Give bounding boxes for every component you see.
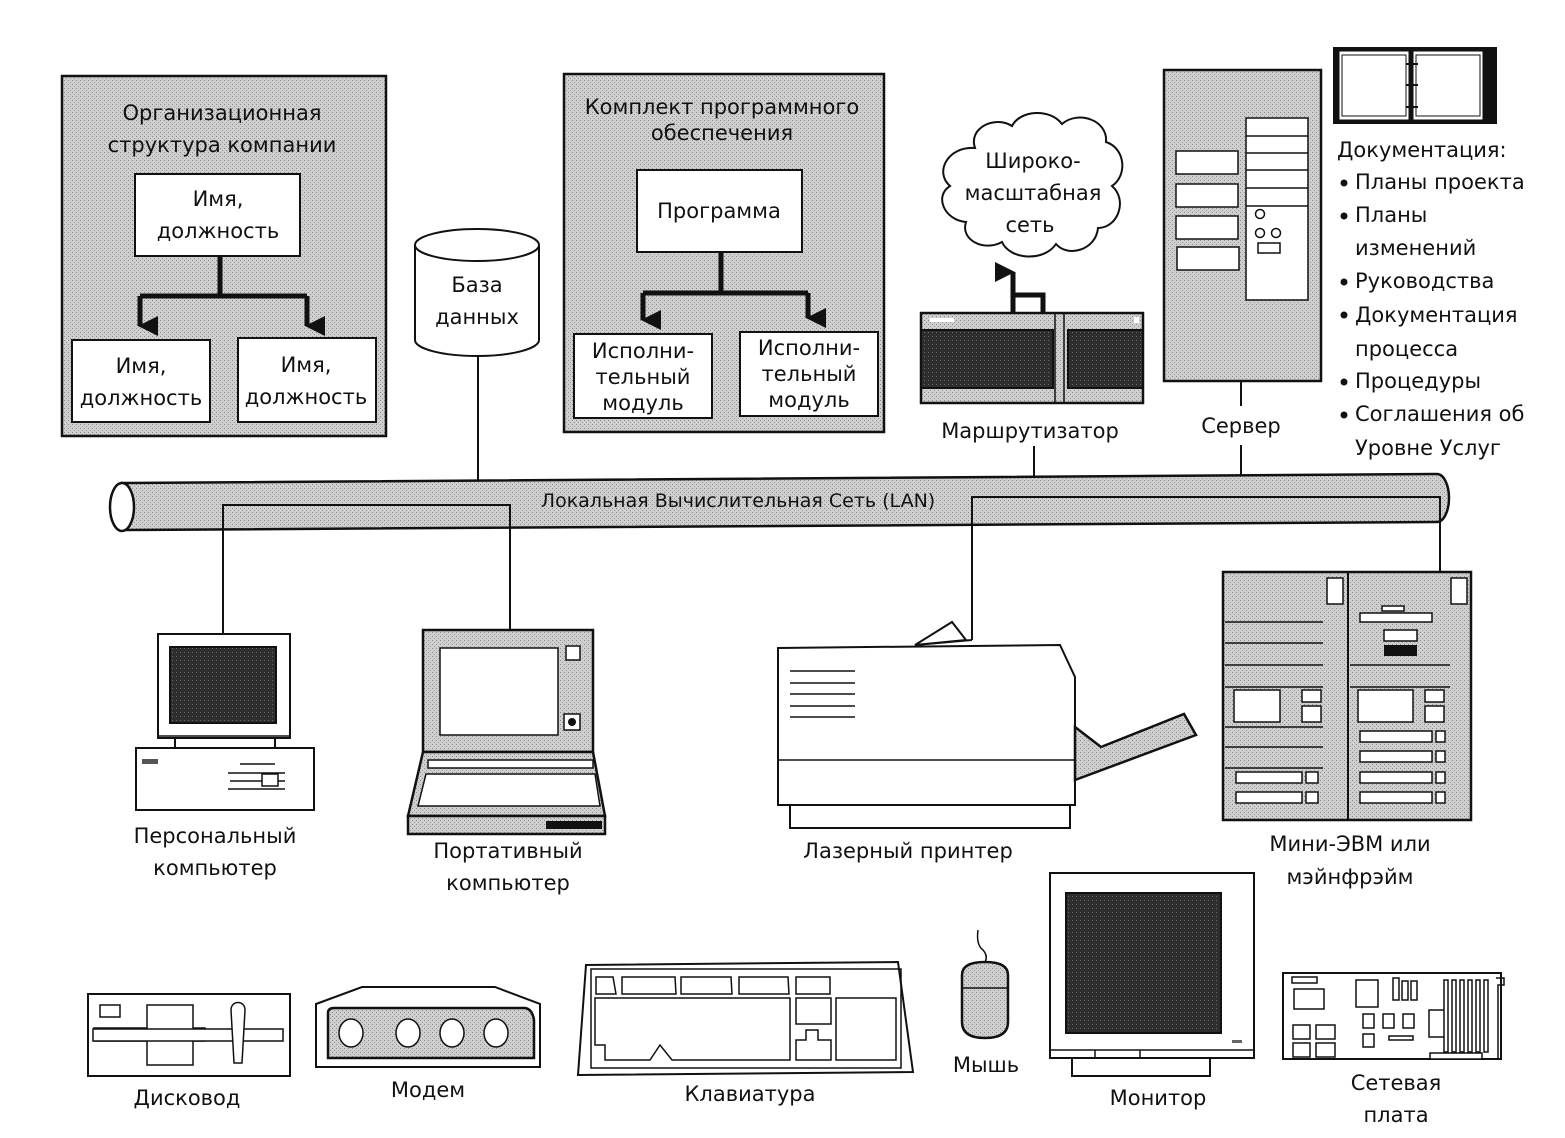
- executable-module-1-line-1: Исполни-: [592, 339, 694, 363]
- org-child-node-2: Имя, должность: [237, 337, 377, 423]
- network-card-label-line-1: Сетевая: [1351, 1071, 1442, 1095]
- mainframe: Мини-ЭВМ или мэйнфрэйм: [1221, 570, 1473, 889]
- program-node: Программа: [636, 169, 803, 253]
- executable-module-1-line-2: тельный: [596, 365, 691, 389]
- org-top-node-line-2: должность: [157, 219, 279, 243]
- doc-item-6-line-2: Уровне Услуг: [1355, 436, 1501, 460]
- network-card-label-line-2: плата: [1363, 1103, 1428, 1127]
- bullet-icon: [1340, 411, 1348, 419]
- printer-output-tray-icon: [1073, 712, 1198, 782]
- software-tree-connector: [640, 252, 826, 330]
- printer-label: Лазерный принтер: [803, 839, 1013, 863]
- cloud-icon: [941, 111, 1124, 258]
- mouse-label: Мышь: [953, 1053, 1019, 1077]
- mouse-icon: [960, 960, 1010, 1040]
- laptop: Портативный компьютер: [406, 600, 607, 895]
- disk-drive: Дисковод: [87, 993, 291, 1110]
- router-wan-link: [1010, 292, 1046, 312]
- server: Сервер: [1162, 68, 1323, 494]
- lan-backbone: Локальная Вычислительная Сеть (LAN): [108, 472, 1451, 640]
- org-structure-title-line-2: структура компании: [108, 133, 337, 157]
- lan-pipe-end: [108, 481, 136, 533]
- org-structure-panel: Организационная структура компании Имя, …: [60, 74, 388, 438]
- lan-pipe: [120, 472, 1451, 532]
- database: База данных: [414, 228, 540, 502]
- doc-item-1: Планы проекта: [1355, 170, 1525, 194]
- bullet-icon: [1340, 378, 1348, 386]
- keyboard-label: Клавиатура: [685, 1082, 816, 1106]
- mainframe-label-line-1: Мини-ЭВМ или: [1269, 832, 1430, 856]
- executable-module-2-line-1: Исполни-: [758, 336, 860, 360]
- executable-module-2: Исполни- тельный модуль: [739, 331, 879, 417]
- mouse: Мышь: [953, 929, 1019, 1077]
- lan-label: Локальная Вычислительная Сеть (LAN): [541, 490, 935, 512]
- doc-item-2-line-1: Планы: [1355, 203, 1427, 227]
- bullet-icon: [1340, 278, 1348, 286]
- org-child-node-2-line-2: должность: [245, 385, 367, 409]
- executable-module-2-line-3: модуль: [768, 388, 849, 412]
- database-cylinder-top: [414, 228, 540, 262]
- program-node-label: Программа: [657, 199, 781, 223]
- pc-label-line-2: компьютер: [153, 856, 277, 880]
- org-top-node: Имя, должность: [134, 173, 301, 257]
- bullet-icon: [1340, 212, 1348, 220]
- laser-printer: Лазерный принтер: [777, 620, 1198, 863]
- org-structure-title-line-1: Организационная: [123, 101, 322, 125]
- mainframe-label-line-2: мэйнфрэйм: [1286, 865, 1413, 889]
- wan-label-line-1: Широко-: [985, 149, 1080, 173]
- wan-label-line-3: сеть: [1005, 213, 1054, 237]
- pc-label-line-1: Персональный: [134, 824, 297, 848]
- doc-item-2-line-2: изменений: [1355, 236, 1476, 260]
- printer-paper-tray-icon: [914, 620, 968, 646]
- keyboard: Клавиатура: [576, 960, 915, 1106]
- router-label: Маршрутизатор: [941, 419, 1119, 443]
- org-child-node-1-line-2: должность: [80, 386, 202, 410]
- binder-icon: [1333, 47, 1497, 124]
- documentation-title: Документация:: [1337, 138, 1507, 162]
- org-tree-connector: [137, 256, 325, 336]
- lan-drop-right: [971, 496, 1441, 640]
- laptop-label-line-1: Портативный: [433, 839, 582, 863]
- monitor-label: Монитор: [1110, 1086, 1207, 1110]
- org-top-node-line-1: Имя,: [193, 187, 244, 211]
- bullet-icon: [1340, 179, 1348, 187]
- database-label-line-1: База: [451, 273, 502, 297]
- modem: Модем: [315, 986, 541, 1102]
- org-child-node-1: Имя, должность: [71, 339, 211, 423]
- network-card: Сетевая плата: [1282, 972, 1505, 1127]
- wan-label-line-2: масштабная: [965, 181, 1102, 205]
- doc-item-4-line-1: Документация: [1355, 303, 1518, 327]
- wan-cloud: Широко- масштабная сеть: [941, 111, 1124, 258]
- printer-body-icon: [777, 643, 1076, 806]
- org-child-node-1-line-1: Имя,: [116, 354, 167, 378]
- keyboard-icon: [576, 960, 915, 1077]
- lan-drop-left: [222, 504, 511, 600]
- disk-drive-label: Дисковод: [134, 1086, 241, 1110]
- doc-item-4-line-2: процесса: [1355, 337, 1458, 361]
- executable-module-1: Исполни- тельный модуль: [573, 333, 713, 419]
- personal-computer: Персональный компьютер: [134, 600, 315, 880]
- laptop-label-line-2: компьютер: [446, 871, 570, 895]
- software-suite-panel: Комплект программного обеспечения Програ…: [562, 72, 886, 434]
- software-suite-title-line-1: Комплект программного: [585, 95, 860, 119]
- executable-module-2-line-2: тельный: [762, 362, 857, 386]
- bullet-icon: [1340, 311, 1348, 319]
- executable-module-1-line-3: модуль: [602, 391, 683, 415]
- server-label: Сервер: [1201, 414, 1281, 438]
- pc-system-unit-icon: [135, 747, 315, 811]
- doc-item-5: Процедуры: [1355, 369, 1481, 393]
- modem-label: Модем: [391, 1078, 465, 1102]
- documentation: Документация: Планы проекта Планы измене…: [1333, 47, 1525, 460]
- doc-item-3: Руководства: [1355, 269, 1494, 293]
- org-child-node-2-line-1: Имя,: [281, 353, 332, 377]
- doc-item-6-line-1: Соглашения об: [1355, 402, 1524, 426]
- router: Маршрутизатор: [919, 262, 1145, 494]
- software-suite-title-line-2: обеспечения: [651, 121, 793, 145]
- monitor: Монитор: [1049, 872, 1255, 1110]
- database-label-line-2: данных: [435, 305, 519, 329]
